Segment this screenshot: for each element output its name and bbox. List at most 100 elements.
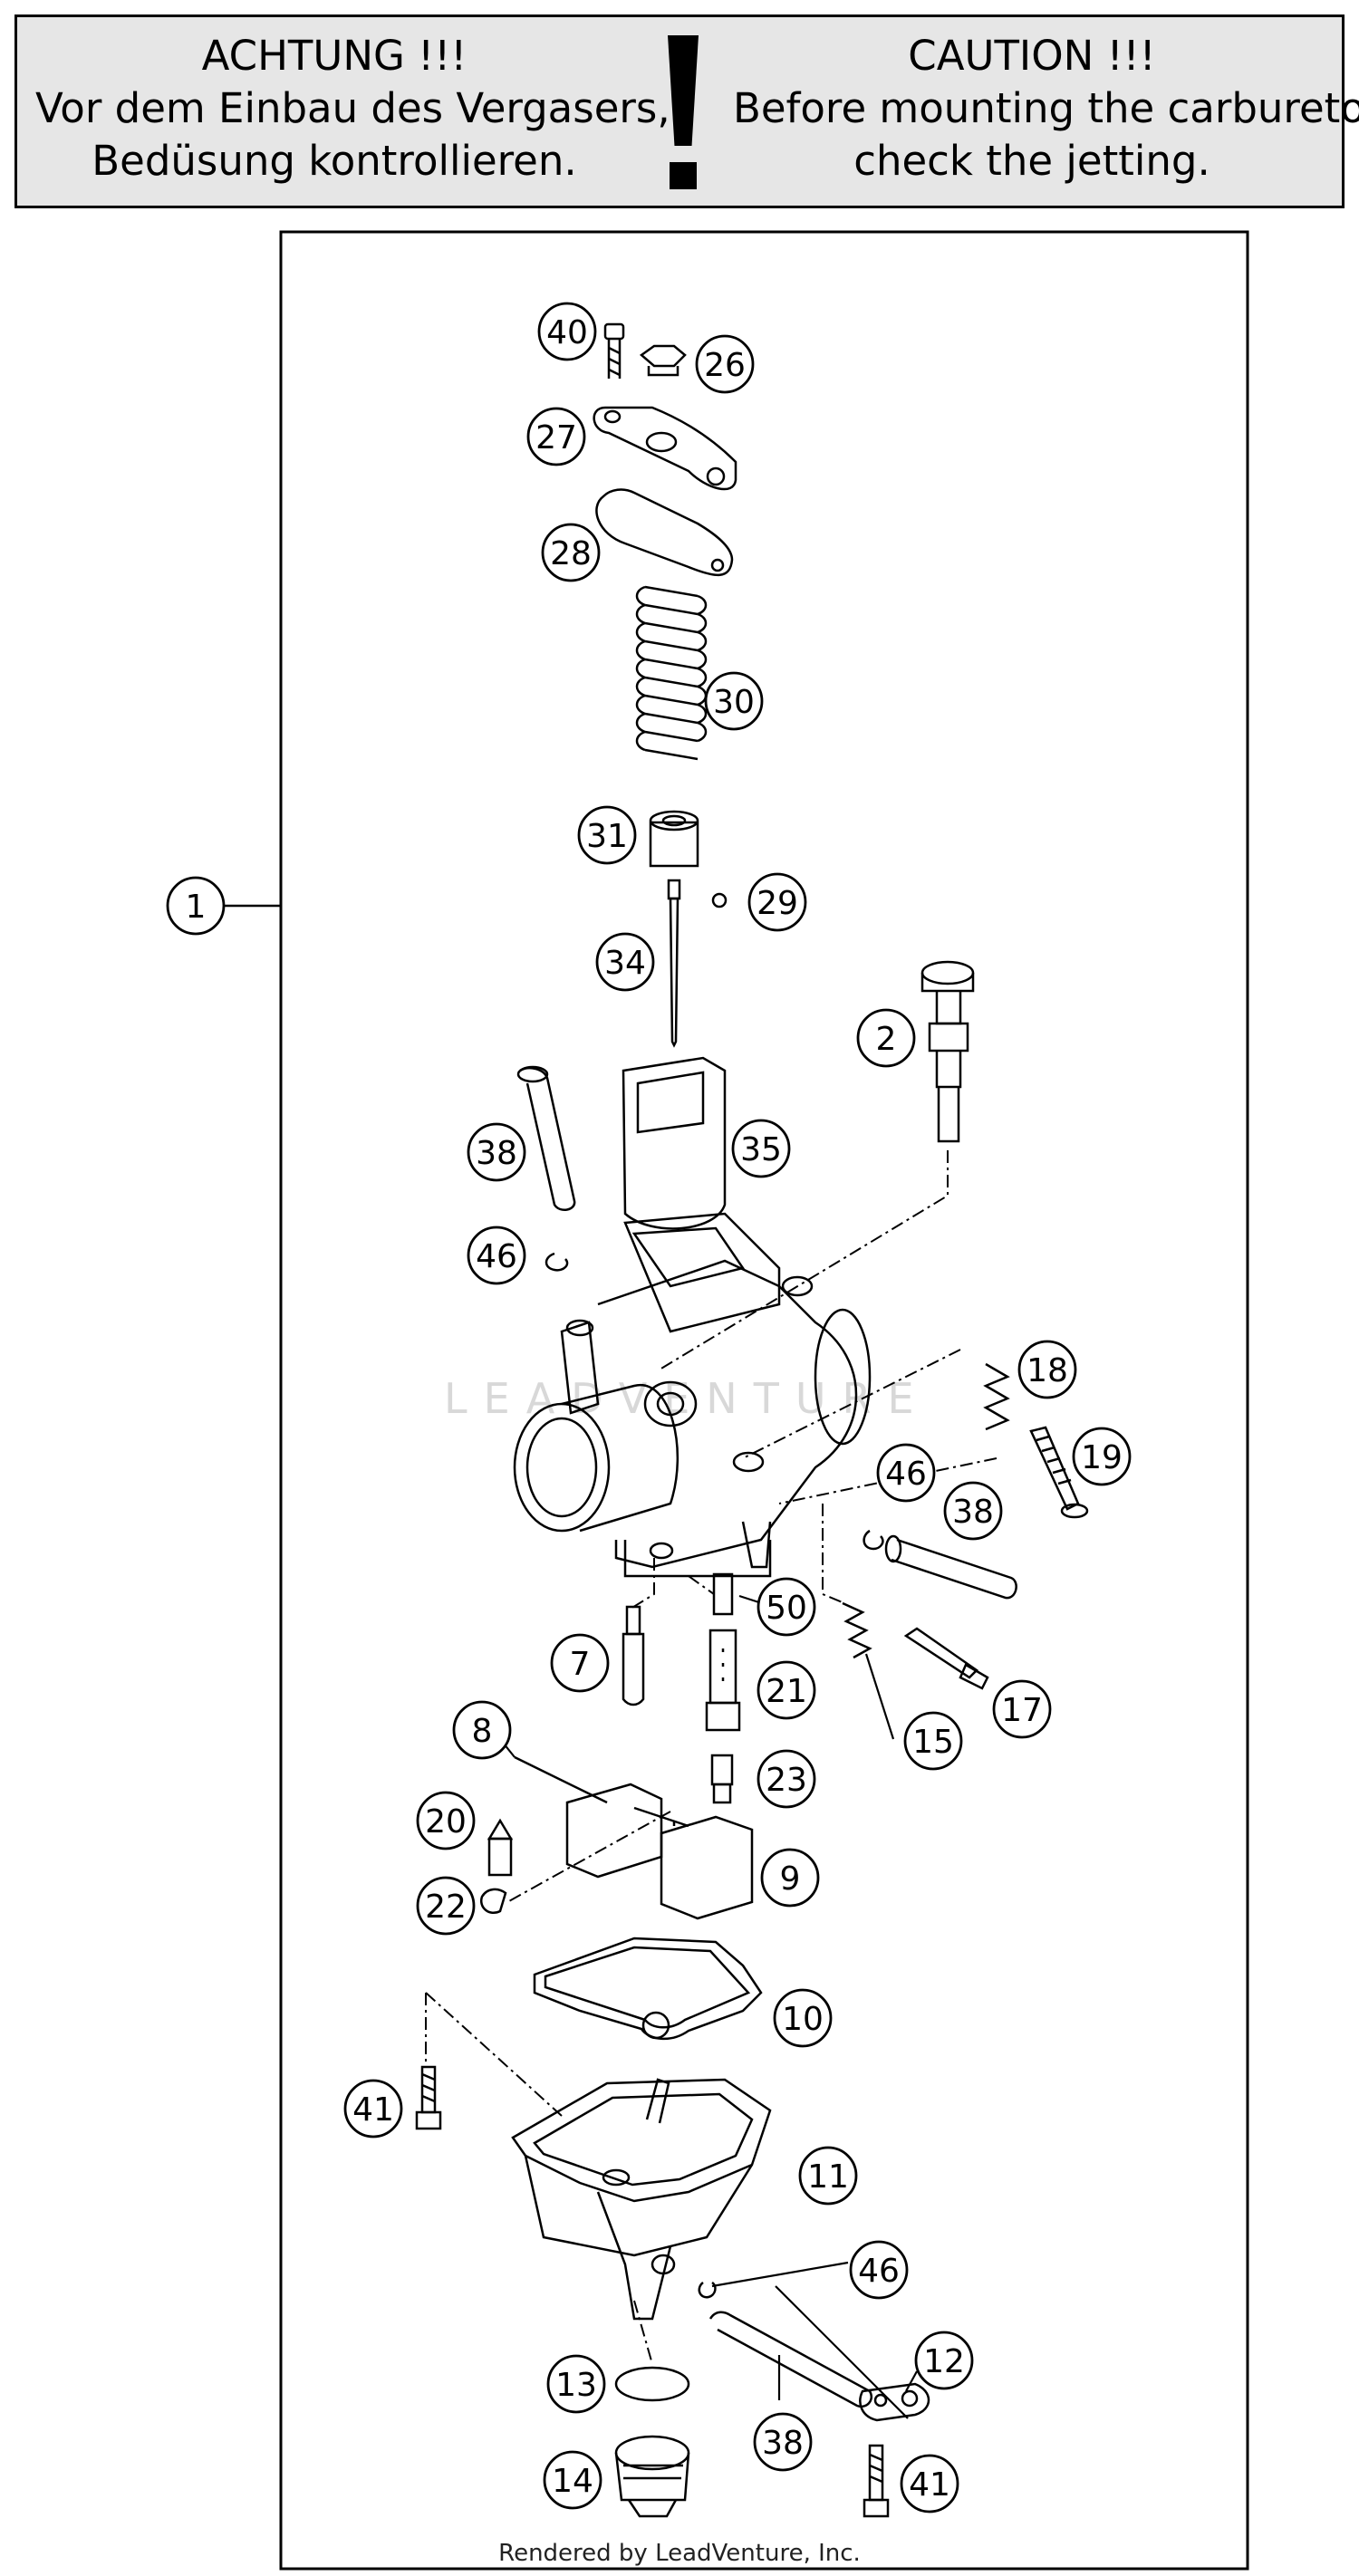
callout-number: 28 [550,535,592,572]
callout-circle [166,876,226,936]
callout-number: 46 [476,1238,517,1275]
part-gasket-10 [533,1937,763,2040]
callout-circle [753,2412,813,2472]
part-needle-34 [667,879,681,1048]
callout-23: 23 [757,1749,816,1809]
callout-18: 18 [1017,1340,1077,1399]
part-screw-19 [1029,1426,1089,1519]
callout-circle [798,2146,858,2206]
callout-circle [343,2079,403,2139]
callout-circle [550,1633,610,1693]
part-spring-30 [635,585,708,761]
callout-number: 38 [476,1135,517,1172]
callout-number: 8 [472,1713,493,1750]
warning-de-line: Bedüsung kontrollieren. [92,137,577,185]
callout-number: 46 [858,2253,900,2290]
callout-circle [757,1749,816,1809]
callout-number: 26 [704,347,746,384]
warning-de-line: ACHTUNG !!! [201,32,467,80]
callout-circle [416,1876,476,1936]
part-spring-18 [983,1362,1010,1431]
callout-circle [992,1679,1052,1739]
callout-number: 34 [604,945,646,982]
footer-credit: Rendered by LeadVenture, Inc. [498,2540,861,2567]
callout-41: 41 [343,2079,403,2139]
callout-number: 23 [766,1762,807,1799]
callout-number: 46 [885,1456,927,1493]
part-clip-46a [545,1252,569,1272]
warning-de-line: Vor dem Einbau des Vergasers, [35,84,670,132]
callout-number: 41 [909,2466,950,2504]
callout-circle [914,2331,974,2390]
callout-number: 27 [535,419,577,457]
part-gasket-28 [595,488,734,577]
alignment-lines [425,1150,998,2365]
callout-30: 30 [704,671,764,731]
callout-circle [876,1443,936,1503]
part-float-9 [565,1783,754,1920]
callout-11: 11 [798,2146,858,2206]
callout-number: 1 [186,889,207,926]
callout-circle [1017,1340,1077,1399]
part-float-needle-20 [487,1818,514,1877]
part-oring-13 [614,2366,690,2402]
callout-number: 40 [546,314,588,351]
callout-circle [757,1577,816,1637]
part-clip-22 [479,1888,507,1914]
callout-19: 19 [1072,1427,1132,1486]
callout-circle [757,1660,816,1720]
callout-46: 46 [876,1443,936,1503]
part-clip-29 [711,892,728,908]
part-screw-40 [603,322,625,379]
callout-circle [747,872,807,932]
part-holder-31 [649,810,699,868]
part-jet-7 [622,1605,645,1706]
callout-35: 35 [731,1119,791,1178]
callout-circle [452,1700,512,1760]
callout-number: 20 [425,1803,467,1841]
callout-31: 31 [577,805,637,865]
callout-38: 38 [943,1481,1003,1541]
part-bracket-12 [859,2382,930,2422]
callout-number: 21 [766,1673,807,1710]
callout-number: 9 [780,1860,801,1898]
callout-circle [541,523,601,582]
callout-number: 38 [762,2425,804,2462]
part-spring-15 [842,1601,872,1659]
callout-27: 27 [526,407,586,466]
exclamation-icon [668,35,699,195]
callout-circle [773,1988,833,2048]
callout-number: 12 [923,2343,965,2380]
callout-number: 35 [740,1131,782,1168]
warning-german: ACHTUNG !!! Vor dem Einbau des Vergasers… [35,30,670,187]
part-needle-jet-21 [705,1629,741,1732]
part-jet-23 [710,1754,734,1804]
callout-14: 14 [543,2450,602,2510]
callout-circle [546,2354,606,2414]
callout-circle [577,805,637,865]
callout-46: 46 [467,1226,526,1285]
callout-number: 38 [952,1494,994,1531]
part-clip-46c [698,2281,717,2299]
warning-en-line: CAUTION !!! [908,32,1156,80]
callout-circle [900,2454,959,2514]
callout-number: 31 [586,818,628,855]
warning-en-line: Before mounting the carburetor, [733,84,1359,132]
part-screw-41a [415,2065,442,2130]
callout-circle [467,1226,526,1285]
assembly-frame [279,230,1249,2571]
callout-28: 28 [541,523,601,582]
callout-9: 9 [760,1848,820,1908]
callout-number: 50 [766,1590,807,1627]
parts-drawing [415,322,1089,2518]
callout-group: 1278910111213141517181920212223262728293… [166,302,1132,2514]
callout-21: 21 [757,1660,816,1720]
callout-circle [856,1008,916,1068]
warning-english: CAUTION !!! Before mounting the carburet… [733,30,1359,187]
callout-26: 26 [695,334,755,394]
callout-circle [543,2450,602,2510]
callout-17: 17 [992,1679,1052,1739]
callout-number: 11 [807,2158,849,2196]
callout-circle [537,302,597,361]
